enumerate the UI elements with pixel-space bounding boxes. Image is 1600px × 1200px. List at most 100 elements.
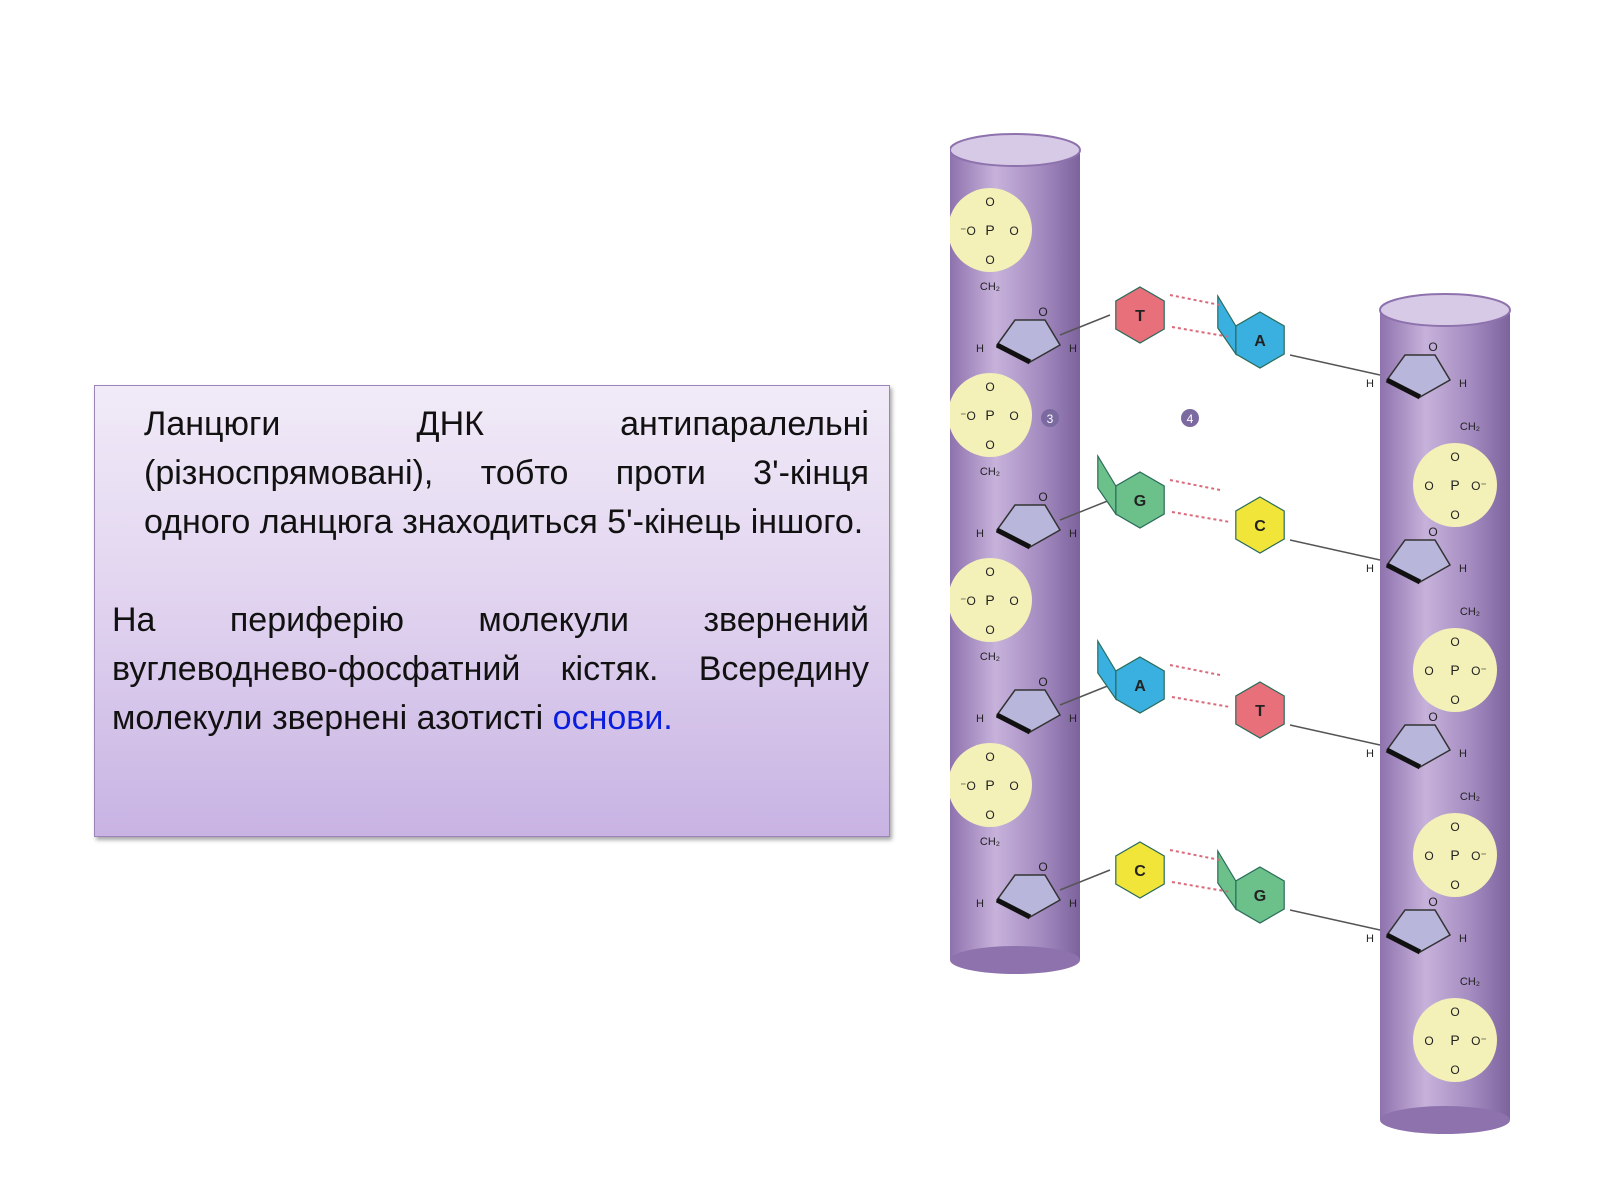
left-backbone bbox=[950, 133, 1081, 974]
base-A: A bbox=[1217, 293, 1285, 369]
sugar-oxygen: O bbox=[1038, 490, 1047, 504]
base-G: G bbox=[1217, 848, 1285, 924]
base-T: T bbox=[1115, 286, 1165, 344]
hydrogen-bond bbox=[1171, 511, 1231, 523]
phosphate-oxygen-double: O bbox=[1009, 594, 1018, 608]
glycosidic-bond-left bbox=[1059, 869, 1111, 891]
base-G: G bbox=[1097, 453, 1165, 529]
text-box: Ланцюги ДНК антипаралельні (різноспрямов… bbox=[94, 385, 890, 837]
phosphate-oxygen-top: O bbox=[985, 565, 994, 579]
phosphate-circle bbox=[950, 188, 1032, 272]
ch2-label: CH₂ bbox=[1460, 976, 1480, 988]
sugar-h: H bbox=[976, 898, 984, 910]
base-ring bbox=[1115, 286, 1165, 344]
phosphate-oxygen-minus: ⁻O bbox=[960, 779, 976, 793]
phosphate-oxygen-bottom: O bbox=[985, 808, 994, 822]
hydrogen-bond bbox=[1169, 479, 1221, 491]
base-letter: T bbox=[1135, 308, 1145, 325]
base-ring bbox=[1235, 681, 1285, 739]
phosphate-oxygen-minus: ⁻O bbox=[960, 409, 976, 423]
sugar-oxygen: O bbox=[1428, 525, 1437, 539]
phosphate-oxygen-minus: O⁻ bbox=[1471, 479, 1487, 493]
base-C: C bbox=[1235, 496, 1285, 554]
sugar-oxygen: O bbox=[1428, 710, 1437, 724]
phosphate-oxygen-bottom: O bbox=[985, 623, 994, 637]
sugar-bold-edge bbox=[1385, 747, 1422, 770]
sugar-bold-edge bbox=[995, 527, 1032, 550]
phosphate-oxygen-double: O bbox=[1009, 779, 1018, 793]
phosphate-oxygen-top: O bbox=[985, 195, 994, 209]
sugar-bold-edge bbox=[995, 897, 1032, 920]
base-ring bbox=[1235, 496, 1285, 554]
sugar-oxygen: O bbox=[1038, 675, 1047, 689]
phosphate-circle bbox=[1413, 813, 1497, 897]
phosphate-oxygen-double: O bbox=[1009, 409, 1018, 423]
phosphate-circle bbox=[950, 743, 1032, 827]
phosphate-oxygen-bottom: O bbox=[985, 253, 994, 267]
phosphate-oxygen-bottom: O bbox=[1450, 508, 1459, 522]
ch2-label: CH₂ bbox=[1460, 421, 1480, 433]
svg-text:4: 4 bbox=[1187, 412, 1194, 426]
phosphate-p: P bbox=[985, 592, 994, 608]
base-pair: AT bbox=[1059, 638, 1381, 746]
base-letter: T bbox=[1255, 703, 1265, 720]
phosphate-p: P bbox=[985, 407, 994, 423]
paragraph-gap bbox=[112, 547, 869, 596]
phosphate-oxygen-bottom: O bbox=[1450, 1063, 1459, 1077]
sugar-oxygen: O bbox=[1428, 895, 1437, 909]
sugar-h: H bbox=[976, 713, 984, 725]
sugar-h: H bbox=[976, 528, 984, 540]
hydrogen-bond bbox=[1171, 326, 1231, 338]
base-T: T bbox=[1235, 681, 1285, 739]
sugar-bold-edge bbox=[1385, 562, 1422, 585]
sugar-h: H bbox=[976, 343, 984, 355]
sugar-oxygen: O bbox=[1428, 340, 1437, 354]
sugar-h: H bbox=[1459, 378, 1467, 390]
glycosidic-bond-right bbox=[1289, 909, 1381, 931]
paragraph-antiparallel: Ланцюги ДНК антипаралельні (різноспрямов… bbox=[144, 405, 869, 541]
base-pair: GC bbox=[1059, 453, 1381, 561]
sugar-bold-edge bbox=[1385, 377, 1422, 400]
phosphate-oxygen-double: O bbox=[1424, 479, 1433, 493]
sugar-h: H bbox=[1459, 748, 1467, 760]
sugar-h: H bbox=[1366, 748, 1374, 760]
phosphate-oxygen-minus: ⁻O bbox=[960, 594, 976, 608]
paragraph-structure-text: На периферію молекули звернений вуглевод… bbox=[112, 601, 869, 737]
base-letter: C bbox=[1254, 518, 1266, 535]
base-five-ring bbox=[1217, 293, 1237, 356]
deoxyribose-sugar: O H H bbox=[1366, 340, 1467, 400]
sugar-oxygen: O bbox=[1038, 860, 1047, 874]
sugar-h: H bbox=[1069, 528, 1077, 540]
base-letter: A bbox=[1254, 333, 1266, 350]
sugar-h: H bbox=[1366, 378, 1374, 390]
phosphate-oxygen-top: O bbox=[1450, 820, 1459, 834]
phosphate-circle bbox=[1413, 628, 1497, 712]
base-A: A bbox=[1097, 638, 1165, 714]
base-letter: A bbox=[1134, 678, 1146, 695]
svg-text:3: 3 bbox=[1047, 412, 1054, 426]
phosphate-oxygen-top: O bbox=[1450, 635, 1459, 649]
phosphate-oxygen-top: O bbox=[1450, 1005, 1459, 1019]
ch2-label: CH₂ bbox=[980, 281, 1000, 293]
phosphate-oxygen-double: O bbox=[1424, 1034, 1433, 1048]
base-five-ring bbox=[1217, 848, 1237, 911]
glycosidic-bond-right bbox=[1289, 539, 1381, 561]
marker-4: 4 bbox=[1181, 409, 1199, 427]
base-letter: G bbox=[1254, 888, 1266, 905]
sugar-oxygen: O bbox=[1038, 305, 1047, 319]
phosphate-oxygen-top: O bbox=[1450, 450, 1459, 464]
base-letter: G bbox=[1134, 493, 1146, 510]
sugar-h: H bbox=[1366, 563, 1374, 575]
base-five-ring bbox=[1097, 638, 1117, 701]
phosphate-circle bbox=[950, 558, 1032, 642]
phosphate-oxygen-minus: O⁻ bbox=[1471, 1034, 1487, 1048]
